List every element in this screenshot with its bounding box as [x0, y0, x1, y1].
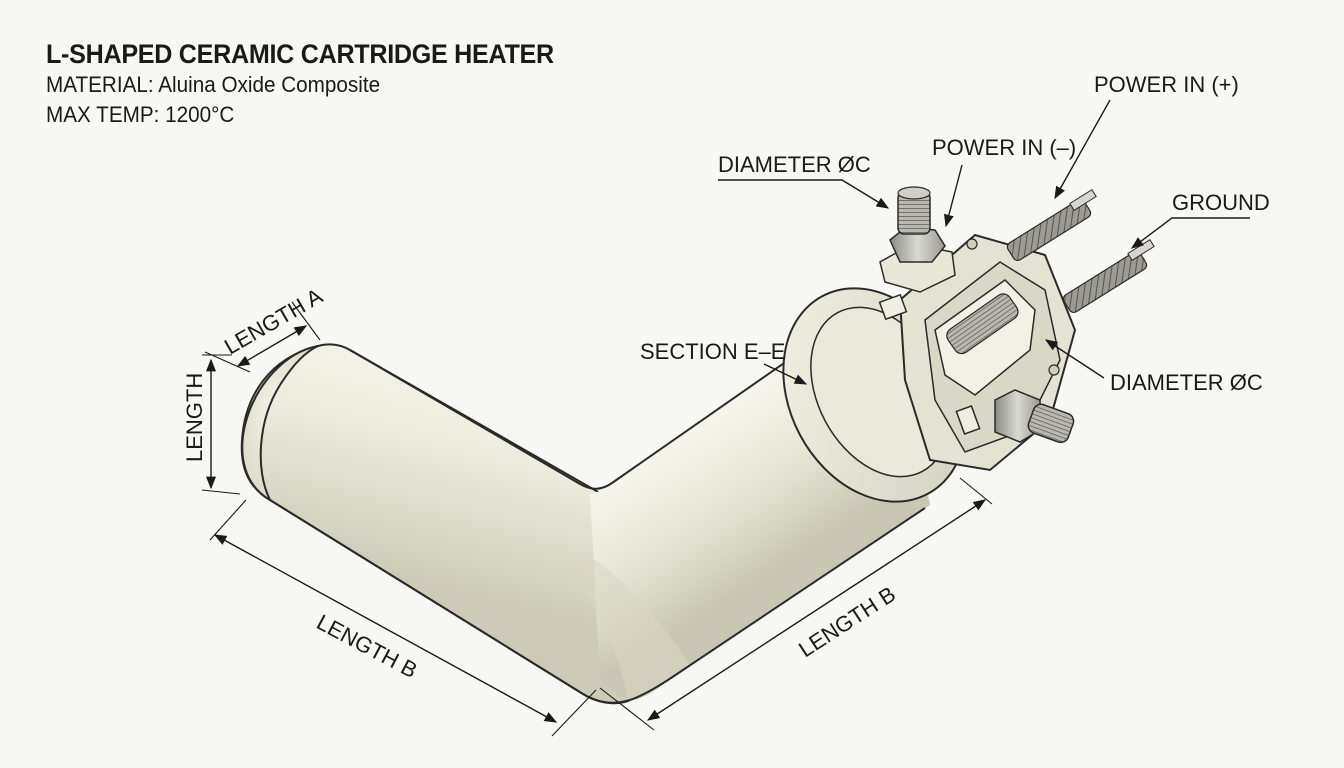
callout-diameter-right: DIAMETER ØC	[1044, 339, 1263, 395]
dimension-length-b-right-label: LENGTH B	[794, 581, 900, 662]
callout-power-plus: POWER IN (+)	[1054, 72, 1239, 200]
lead-wire-ground	[1062, 239, 1155, 314]
material-spec: MATERIAL: Aluina Oxide Composite	[46, 72, 381, 97]
callout-section: SECTION E–E	[640, 339, 808, 385]
inner-coil	[946, 293, 1019, 355]
dimension-length-label: LENGTH	[182, 373, 207, 462]
lead-wire-power-plus	[1006, 189, 1097, 262]
callout-ground-label: GROUND	[1172, 190, 1270, 215]
max-temp-spec: MAX TEMP: 1200°C	[46, 102, 235, 127]
side-terminal-post	[994, 389, 1075, 444]
callout-power-minus-label: POWER IN (–)	[932, 135, 1076, 160]
callout-diameter-top: DIAMETER ØC	[718, 152, 890, 209]
callout-power-minus: POWER IN (–)	[932, 135, 1076, 228]
top-terminal-post	[879, 186, 956, 293]
tube-end-cap	[241, 345, 319, 503]
callout-power-plus-label: POWER IN (+)	[1094, 72, 1239, 97]
callout-ground: GROUND	[1130, 190, 1270, 249]
dimension-length-b-left-label: LENGTH B	[313, 609, 422, 683]
callout-diameter-right-label: DIAMETER ØC	[1110, 370, 1263, 395]
callout-diameter-top-label: DIAMETER ØC	[718, 152, 871, 177]
dimension-length: LENGTH	[182, 354, 241, 495]
callout-section-label: SECTION E–E	[640, 339, 785, 364]
title-block: L-SHAPED CERAMIC CARTRIDGE HEATER MATERI…	[46, 38, 592, 130]
drawing-title: L-SHAPED CERAMIC CARTRIDGE HEATER	[46, 39, 554, 69]
